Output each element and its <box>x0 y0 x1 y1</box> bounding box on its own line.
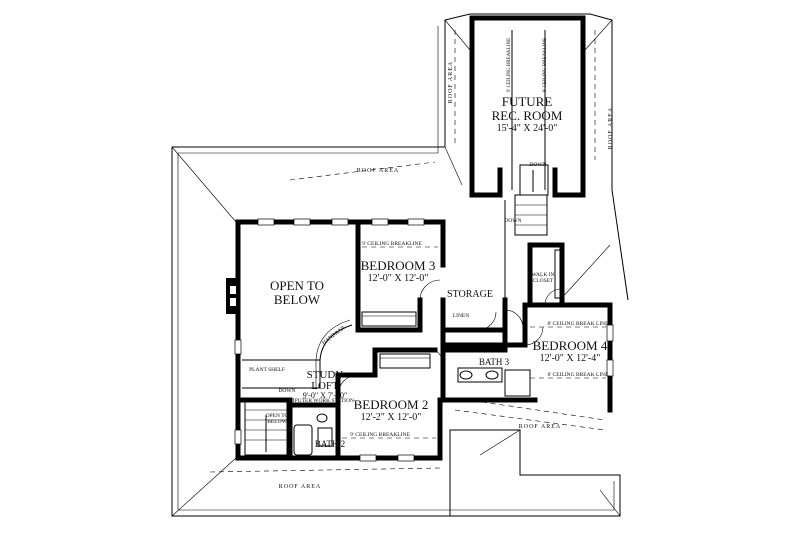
doors <box>337 279 562 396</box>
bath3-label: BATH 3 <box>479 357 510 367</box>
down-label-upper: DOWN <box>529 162 546 168</box>
bedroom3-breakline: 9' CEILING BREAKLINE <box>362 241 422 247</box>
bedroom2-dims: 12'-2" X 12'-0" <box>361 412 422 423</box>
linen-label: LINEN <box>453 313 470 319</box>
bedroom4-breakline-bottom: 8' CEILING BREAK LINE <box>547 372 609 378</box>
bath2-label: BATH 2 <box>315 439 345 449</box>
study-loft-name-2: LOFT <box>311 380 339 392</box>
windows <box>234 218 614 462</box>
roof-area-south: ROOF AREA <box>279 484 322 490</box>
bath-fixtures <box>293 367 531 456</box>
bedroom3-dims: 12'-0" X 12'-0" <box>368 273 429 284</box>
storage-label: STORAGE <box>447 289 493 300</box>
rec-room-name-1: FUTURE <box>502 94 553 109</box>
bedroom2-name: BEDROOM 2 <box>354 397 429 412</box>
open-to-below-line1: OPEN TO <box>270 278 324 293</box>
roof-area-west: ROOF AREA <box>448 61 454 104</box>
bedroom2-breakline: 9' CEILING BREAKLINE <box>350 432 410 438</box>
bedroom4-breakline-top: 8' CEILING BREAK LINE <box>547 321 609 327</box>
study-loft-dims: 9'-0" X 7'-10" <box>303 391 348 400</box>
open-below-small-2: BELOW <box>267 419 287 425</box>
roof-area-east: ROOF AREA <box>608 107 614 150</box>
closets <box>361 249 561 369</box>
open-to-below-line2: BELOW <box>274 292 321 307</box>
rec-room-breakline-left: 9' CEILING BREAKLINE <box>507 38 512 92</box>
rec-room-dims: 15'-4" X 24'-0" <box>497 123 558 134</box>
study-loft-name-1: STUDY <box>307 369 344 381</box>
open-below-small-1: OPEN TO <box>266 413 289 419</box>
computer-work-station-label: COMPUTER WORK STATION <box>282 398 354 404</box>
bedroom4-dims: 12'-0" X 12'-4" <box>540 353 601 364</box>
roof-outline <box>171 13 629 517</box>
stairs-down-label: DOWN <box>278 388 295 394</box>
main-stairs <box>244 399 288 456</box>
down-label-lower: DOWN <box>504 218 521 224</box>
fireplace <box>226 278 240 314</box>
walk-in-closet-1: WALK IN <box>531 272 554 278</box>
bedroom4-name: BEDROOM 4 <box>533 338 608 353</box>
roof-area-east-low: ROOF AREA <box>519 424 562 430</box>
bedroom3-name: BEDROOM 3 <box>361 258 436 273</box>
walk-in-closet-2: CLOSET <box>533 278 554 284</box>
rec-room-breakline-right: 9' CEILING BREAKLINE <box>543 38 548 92</box>
future-rec-room <box>469 15 586 300</box>
handrail <box>319 324 353 388</box>
plant-shelf-label: PLANT SHELF <box>249 367 285 373</box>
rec-room-name-2: REC. ROOM <box>492 108 563 123</box>
roof-area-north: ROOF AREA <box>357 168 400 174</box>
